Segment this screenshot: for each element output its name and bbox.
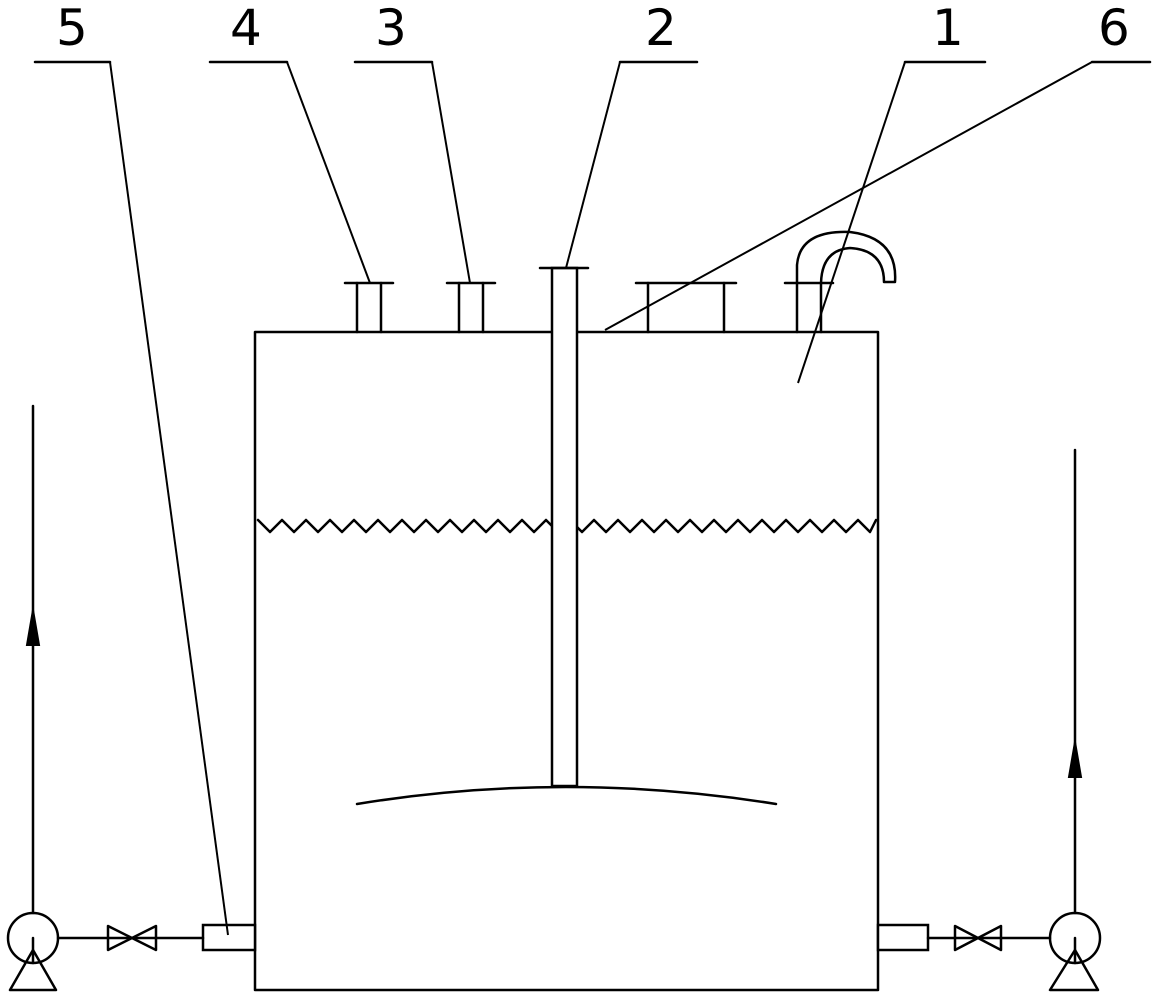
- label-4: 4: [230, 0, 262, 57]
- right-flow-arrow: [1067, 741, 1083, 778]
- left-pump: [6, 404, 60, 992]
- label-5: 5: [56, 0, 88, 57]
- stirrer-shaft: [550, 266, 579, 788]
- right-outlet-stub: [876, 923, 930, 952]
- left-flow-arrow: [25, 609, 41, 646]
- label-3: 3: [375, 0, 407, 57]
- right-pump: [1048, 448, 1102, 992]
- label-6: 6: [1098, 0, 1130, 57]
- left-outlet-stub: [201, 923, 257, 952]
- leader-lines: [33, 60, 1152, 936]
- left-valve: [106, 924, 158, 952]
- stirrer-blade: [355, 785, 778, 806]
- label-1: 1: [932, 0, 964, 57]
- gooseneck-vent: [783, 230, 897, 334]
- nozzle-3: [445, 281, 497, 334]
- manhole-nozzle: [634, 281, 738, 334]
- right-valve: [953, 924, 1003, 952]
- nozzle-4: [343, 281, 395, 334]
- label-2: 2: [645, 0, 677, 57]
